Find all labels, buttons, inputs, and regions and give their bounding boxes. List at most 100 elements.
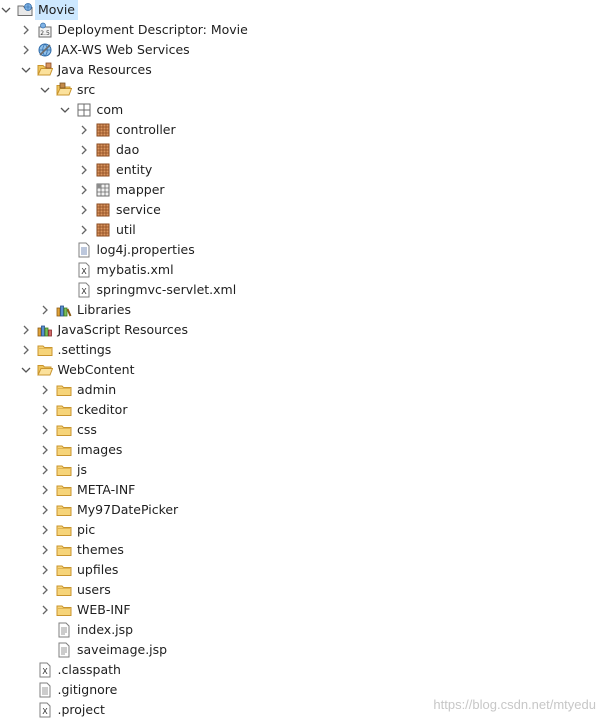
folder-icon [56,422,72,438]
folder-icon [56,482,72,498]
chevron-down-icon[interactable] [40,82,54,98]
tree-item-label: Deployment Descriptor: Movie [57,22,248,37]
tree-item-project[interactable]: X.project [0,700,604,720]
chevron-down-icon[interactable] [21,62,35,78]
tree-item-index-jsp[interactable]: index.jsp [0,620,604,640]
folder-icon [37,342,53,358]
tree-item-dao[interactable]: dao [0,140,604,160]
chevron-right-icon[interactable] [40,582,54,598]
chevron-right-icon[interactable] [40,462,54,478]
tree-item-ckeditor[interactable]: ckeditor [0,400,604,420]
xml-file-icon: X [37,662,53,678]
chevron-right-icon[interactable] [40,422,54,438]
tree-item-label: admin [77,382,117,397]
chevron-right-icon[interactable] [40,302,54,318]
tree-item-controller[interactable]: controller [0,120,604,140]
tree-item-label: controller [116,122,176,137]
tree-item-jax-ws-web-services[interactable]: JAX-WS Web Services [0,40,604,60]
tree-item-admin[interactable]: admin [0,380,604,400]
tree-item-meta-inf[interactable]: META-INF [0,480,604,500]
tree-item-users[interactable]: users [0,580,604,600]
tree-item-my97datepicker[interactable]: My97DatePicker [0,500,604,520]
tree-item-entity[interactable]: entity [0,160,604,180]
chevron-right-icon[interactable] [21,342,35,358]
jsp-file-icon [56,642,72,658]
tree-item-libraries[interactable]: Libraries [0,300,604,320]
jsp-file-icon [56,622,72,638]
tree-item-label: util [116,222,136,237]
javascript-resources-icon [37,322,53,338]
tree-item-pic[interactable]: pic [0,520,604,540]
tree-item-css[interactable]: css [0,420,604,440]
tree-item-label: dao [116,142,140,157]
tree-item-images[interactable]: images [0,440,604,460]
package-icon [95,162,111,178]
folder-icon [56,562,72,578]
tree-item-label: .settings [57,342,112,357]
chevron-right-icon[interactable] [79,142,93,158]
tree-item-label: .gitignore [57,682,118,697]
tree-item-util[interactable]: util [0,220,604,240]
tree-item-settings[interactable]: .settings [0,340,604,360]
chevron-down-icon[interactable] [1,2,15,18]
tree-item-java-resources[interactable]: Java Resources [0,60,604,80]
tree-item-movie[interactable]: Movie [0,0,604,20]
tree-item-label: images [77,442,123,457]
project-icon [17,2,33,18]
tree-item-deployment-descriptor-movie[interactable]: 2.5 Deployment Descriptor: Movie [0,20,604,40]
chevron-right-icon[interactable] [40,402,54,418]
chevron-right-icon[interactable] [40,482,54,498]
tree-item-label: mybatis.xml [96,262,174,277]
tree-item-classpath[interactable]: X.classpath [0,660,604,680]
tree-item-upfiles[interactable]: upfiles [0,560,604,580]
chevron-right-icon[interactable] [21,322,35,338]
chevron-right-icon[interactable] [40,522,54,538]
tree-item-src[interactable]: src [0,80,604,100]
chevron-right-icon[interactable] [79,202,93,218]
tree-item-label: springmvc-servlet.xml [96,282,237,297]
folder-icon [56,442,72,458]
svg-text:2.5: 2.5 [40,30,50,37]
chevron-right-icon[interactable] [21,22,35,38]
package-icon [95,142,111,158]
tree-item-themes[interactable]: themes [0,540,604,560]
tree-item-saveimage-jsp[interactable]: saveimage.jsp [0,640,604,660]
chevron-right-icon[interactable] [79,182,93,198]
chevron-right-icon[interactable] [40,542,54,558]
tree-item-log4j-properties[interactable]: log4j.properties [0,240,604,260]
tree-item-label: Libraries [77,302,131,317]
tree-item-label: WEB-INF [77,602,131,617]
tree-item-mapper[interactable]: mapper [0,180,604,200]
xml-file-icon: X [76,262,92,278]
chevron-right-icon[interactable] [79,222,93,238]
tree-item-service[interactable]: service [0,200,604,220]
tree-item-label: pic [77,522,96,537]
package-icon [95,122,111,138]
chevron-right-icon[interactable] [40,502,54,518]
deployment-descriptor-icon: 2.5 [37,22,53,38]
tree-item-label: ckeditor [77,402,128,417]
tree-item-label: css [77,422,97,437]
package-icon [95,202,111,218]
tree-item-javascript-resources[interactable]: JavaScript Resources [0,320,604,340]
tree-item-com[interactable]: com [0,100,604,120]
chevron-down-icon[interactable] [21,362,35,378]
chevron-down-icon[interactable] [60,102,74,118]
chevron-right-icon[interactable] [40,562,54,578]
tree-item-label: My97DatePicker [77,502,179,517]
empty-package-icon [76,102,92,118]
tree-item-label: WebContent [57,362,135,377]
chevron-right-icon[interactable] [40,602,54,618]
tree-item-gitignore[interactable]: .gitignore [0,680,604,700]
tree-item-js[interactable]: js [0,460,604,480]
chevron-right-icon[interactable] [40,382,54,398]
chevron-right-icon[interactable] [40,442,54,458]
folder-icon [56,502,72,518]
tree-item-web-inf[interactable]: WEB-INF [0,600,604,620]
chevron-right-icon[interactable] [79,162,93,178]
tree-item-webcontent[interactable]: WebContent [0,360,604,380]
chevron-right-icon[interactable] [79,122,93,138]
chevron-right-icon[interactable] [21,42,35,58]
